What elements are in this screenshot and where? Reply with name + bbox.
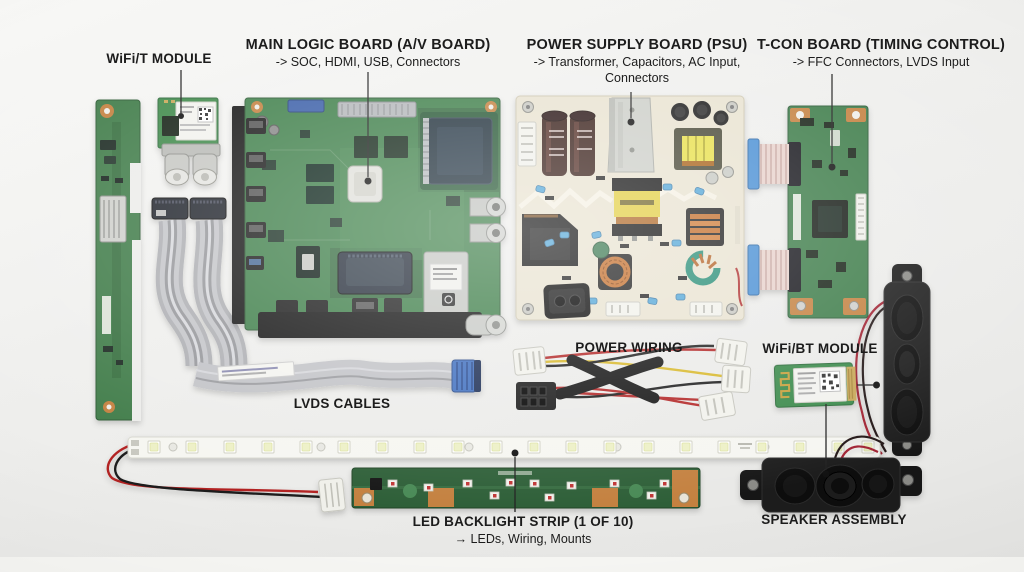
led-backlight-strip bbox=[106, 436, 881, 513]
label-tcon-subtitle: -> FFC Connectors, LVDS Input bbox=[792, 55, 970, 70]
leader-dot-speaker bbox=[822, 470, 830, 478]
label-led-strip-subtitle: → LEDs, Wiring, Mounts bbox=[454, 531, 592, 546]
wifi-bt-module bbox=[773, 362, 857, 408]
table-edge bbox=[0, 557, 1024, 572]
label-main-logic-subtitle: -> SOC, HDMI, USB, Connectors bbox=[275, 55, 461, 70]
led-chips bbox=[147, 440, 875, 454]
label-psu-board: POWER SUPPLY BOARD (PSU) -> Transformer,… bbox=[512, 36, 762, 86]
t-con-board bbox=[747, 105, 869, 319]
label-tcon-title: T-CON BOARD (TIMING CONTROL) bbox=[756, 37, 1006, 53]
label-speaker-title: SPEAKER ASSEMBLY bbox=[761, 512, 907, 527]
speaker-assembly-bottom bbox=[740, 435, 922, 513]
lvds-cables bbox=[151, 197, 481, 393]
leader-dot-wifi-bt bbox=[873, 381, 880, 389]
label-wifi-bt-title: WiFi/BT MODULE bbox=[762, 341, 878, 356]
label-wifi-t-title: WiFi/T MODULE bbox=[106, 51, 212, 66]
label-led-backlight-strip: LED BACKLIGHT STRIP (1 OF 10) → LEDs, Wi… bbox=[413, 514, 634, 548]
label-speaker-assembly: SPEAKER ASSEMBLY bbox=[761, 512, 906, 529]
leader-dot-led-strip bbox=[511, 449, 519, 457]
label-tcon-board: T-CON BOARD (TIMING CONTROL) -> FFC Conn… bbox=[757, 36, 1005, 71]
label-wifi-t-module: WiFi/T MODULE bbox=[106, 51, 211, 68]
leader-dot-wifi-t bbox=[178, 113, 184, 119]
label-power-wiring-title: POWER WIRING bbox=[575, 340, 683, 355]
power-supply-board bbox=[515, 95, 745, 321]
power-wiring-harness bbox=[512, 337, 752, 421]
label-lvds-title: LVDS CABLES bbox=[293, 396, 391, 411]
label-psu-subtitle: -> Transformer, Capacitors, AC Input, Co… bbox=[533, 55, 741, 85]
label-main-logic-title: MAIN LOGIC BOARD (A/V BOARD) bbox=[245, 37, 491, 53]
right-speaker bbox=[855, 264, 931, 456]
leader-dot-tcon bbox=[828, 163, 836, 171]
leader-lines bbox=[178, 70, 880, 512]
side-button-board bbox=[95, 99, 141, 421]
label-lvds-cables: LVDS CABLES bbox=[294, 396, 390, 413]
wifi-tuner-module bbox=[157, 97, 221, 186]
label-power-wiring: POWER WIRING bbox=[575, 340, 682, 357]
leader-dot-psu bbox=[627, 118, 635, 126]
label-wifi-bt-module: WiFi/BT MODULE bbox=[762, 341, 877, 358]
green-strip-leds bbox=[387, 478, 670, 502]
label-main-logic-board: MAIN LOGIC BOARD (A/V BOARD) -> SOC, HDM… bbox=[246, 36, 491, 71]
led-strip-green-pcb bbox=[351, 467, 701, 509]
label-psu-title: POWER SUPPLY BOARD (PSU) bbox=[526, 37, 748, 53]
main-logic-board bbox=[232, 97, 507, 338]
label-led-strip-title: LED BACKLIGHT STRIP (1 OF 10) bbox=[412, 514, 634, 529]
leader-dot-main-logic bbox=[364, 177, 372, 185]
